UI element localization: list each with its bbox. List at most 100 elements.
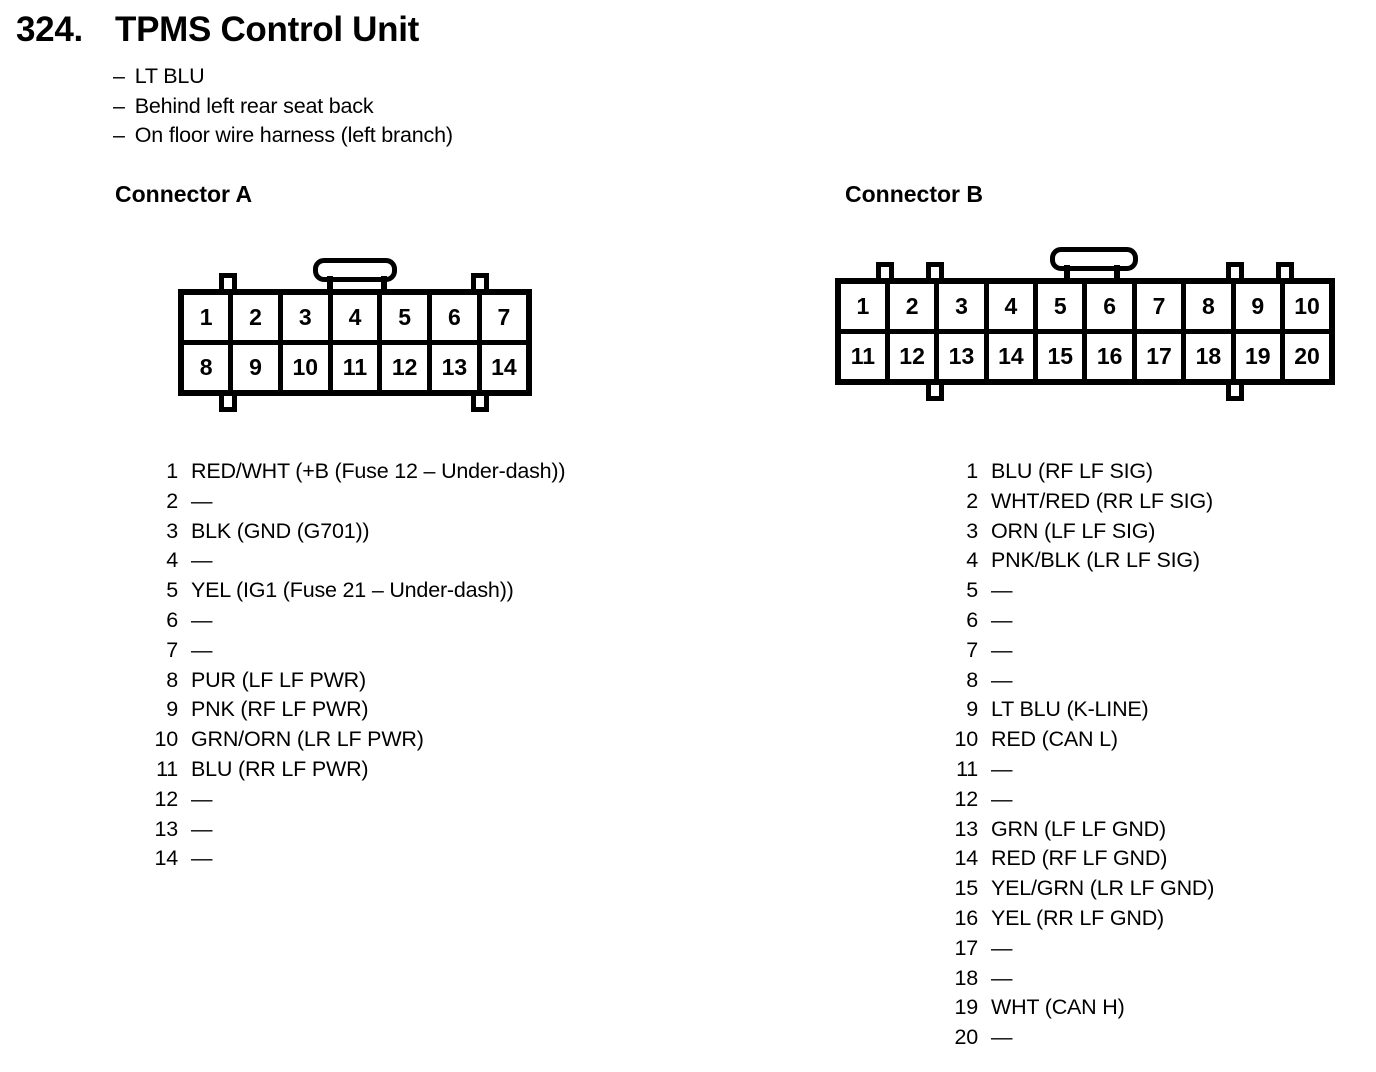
pin-row: 20 —: [932, 1023, 1214, 1053]
pin-row: 17—: [932, 934, 1214, 964]
pin-number: 9: [966, 697, 978, 722]
pin-label: LT BLU (K-LINE): [991, 697, 1149, 722]
pin-number: 8: [966, 667, 978, 692]
pin-cell: 5: [377, 289, 433, 345]
pin-cell: 2: [228, 289, 283, 345]
latch-stem: [1114, 265, 1120, 282]
pin-row: 12 —: [140, 785, 565, 815]
pin-cell: 7: [1131, 278, 1187, 334]
pin-number: 6: [166, 607, 178, 632]
pin-row: 7—: [932, 636, 1214, 666]
pin-row: 15 YEL/GRN (LR LF GND): [932, 874, 1214, 904]
pin-cell: 10: [277, 340, 333, 396]
pin-cell: 13: [427, 340, 482, 396]
pin-cell: 12: [377, 340, 433, 396]
pin-number: 8: [166, 667, 178, 692]
pin-row: 9 LT BLU (K-LINE): [932, 695, 1214, 725]
pin-cell: 1: [835, 278, 890, 334]
pin-cell: 8: [178, 340, 234, 396]
note-text: On floor wire harness (left branch): [134, 123, 453, 148]
pin-number: 15: [954, 876, 978, 901]
pin-label: —: [991, 756, 1013, 781]
pin-label: —: [191, 488, 213, 513]
pin-cell: 13: [934, 329, 989, 385]
pin-number: 4: [966, 548, 978, 573]
pin-cell: 18: [1181, 329, 1236, 385]
pin-cell: 4: [983, 278, 1039, 334]
pin-number: 2: [166, 488, 178, 513]
pin-row: 2 WHT/RED (RR LF SIG): [932, 487, 1214, 517]
pin-cell: 8: [1181, 278, 1236, 334]
note-line: –On floor wire harness (left branch): [113, 121, 453, 151]
pin-label: PNK (RF LF PWR): [191, 697, 369, 722]
pin-number: 20: [954, 1025, 978, 1050]
pin-number: 6: [966, 607, 978, 632]
pin-cell: 19: [1230, 329, 1286, 385]
pin-label: —: [191, 846, 213, 871]
pin-number: 7: [966, 637, 978, 662]
note-dash: –: [113, 64, 125, 88]
page-title-text: TPMS Control Unit: [115, 10, 420, 49]
note-line: –Behind left rear seat back: [113, 92, 453, 122]
pin-label: —: [991, 637, 1013, 662]
pin-row: 16 YEL (RR LF GND): [932, 904, 1214, 934]
pin-label: PNK/BLK (LR LF SIG): [991, 548, 1200, 573]
note-text: LT BLU: [134, 64, 205, 88]
pin-number: 12: [154, 786, 178, 811]
pin-label: —: [991, 1025, 1013, 1050]
pin-label: —: [191, 786, 213, 811]
latch-stem: [327, 276, 333, 293]
location-notes: –LT BLU–Behind left rear seat back–On fl…: [113, 62, 453, 151]
pin-number: 13: [954, 816, 978, 841]
pin-row: 6—: [140, 606, 565, 636]
pin-number: 10: [154, 727, 178, 752]
pin-cell: 7: [476, 289, 532, 345]
pin-number: 1: [966, 459, 978, 483]
pin-cell: 6: [1082, 278, 1137, 334]
pin-cell: 14: [476, 340, 532, 396]
pin-label: —: [991, 578, 1013, 603]
pin-label: WHT (CAN H): [991, 995, 1125, 1020]
pin-number: 14: [954, 846, 978, 871]
connector-b-heading: Connector B: [845, 181, 983, 207]
pin-cell: 9: [1230, 278, 1286, 334]
pin-label: YEL (RR LF GND): [991, 905, 1164, 930]
pin-number: 1: [166, 459, 178, 483]
pin-number: 14: [154, 846, 178, 871]
pin-cell: 12: [884, 329, 940, 385]
pin-label: BLU (RR LF PWR): [191, 756, 369, 781]
pin-cell: 3: [934, 278, 989, 334]
pin-number: 3: [166, 518, 178, 543]
pin-label: BLU (RF LF SIG): [991, 459, 1153, 483]
pin-row: 11—: [932, 755, 1214, 785]
pin-number: 16: [954, 905, 978, 930]
pin-label: WHT/RED (RR LF SIG): [991, 488, 1213, 513]
pin-label: —: [991, 965, 1013, 990]
pin-number: 4: [166, 548, 178, 573]
pin-label: GRN (LF LF GND): [991, 816, 1166, 841]
pin-label: —: [191, 607, 213, 632]
pin-label: BLK (GND (G701)): [191, 518, 370, 543]
pin-number: 3: [966, 518, 978, 543]
pin-number: 2: [966, 488, 978, 513]
pin-row: 3 BLK (GND (G701)): [140, 517, 565, 547]
note-line: –LT BLU: [113, 62, 453, 92]
pin-cell: 16: [1082, 329, 1137, 385]
pin-number: 19: [954, 995, 978, 1020]
pin-cell: 6: [427, 289, 482, 345]
pin-cell: 3: [277, 289, 333, 345]
latch-stem: [1064, 265, 1070, 282]
pin-label: YEL/GRN (LR LF GND): [991, 876, 1215, 901]
